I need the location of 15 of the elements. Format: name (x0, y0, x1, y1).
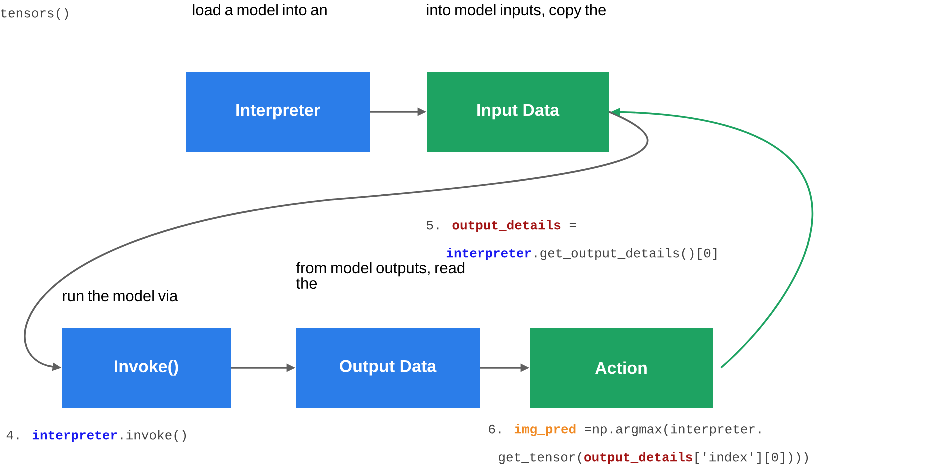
process-box: Action (530, 328, 713, 408)
code-text: tensors() (1, 8, 68, 20)
process-box: Input Data (427, 72, 609, 152)
process-box: Interpreter (186, 72, 370, 152)
process-box: Output Data (296, 328, 480, 408)
process-box: Invoke() (62, 328, 231, 408)
step-heading: run the model via (63, 290, 178, 302)
step-heading: from model outputs, read the (296, 262, 465, 290)
code-text: 5. output_details = (427, 220, 576, 232)
code-text: 6. img_pred =np.argmax(interpreter. (489, 424, 761, 436)
code-text: get_tensor(output_details['index'][0]))) (499, 452, 808, 464)
code-text: interpreter.get_output_details()[0] (446, 248, 717, 260)
step-heading: load a model into an (193, 4, 327, 16)
step-heading: into model inputs, copy the (427, 4, 606, 19)
code-text: 4. interpreter.invoke() (6, 430, 186, 442)
